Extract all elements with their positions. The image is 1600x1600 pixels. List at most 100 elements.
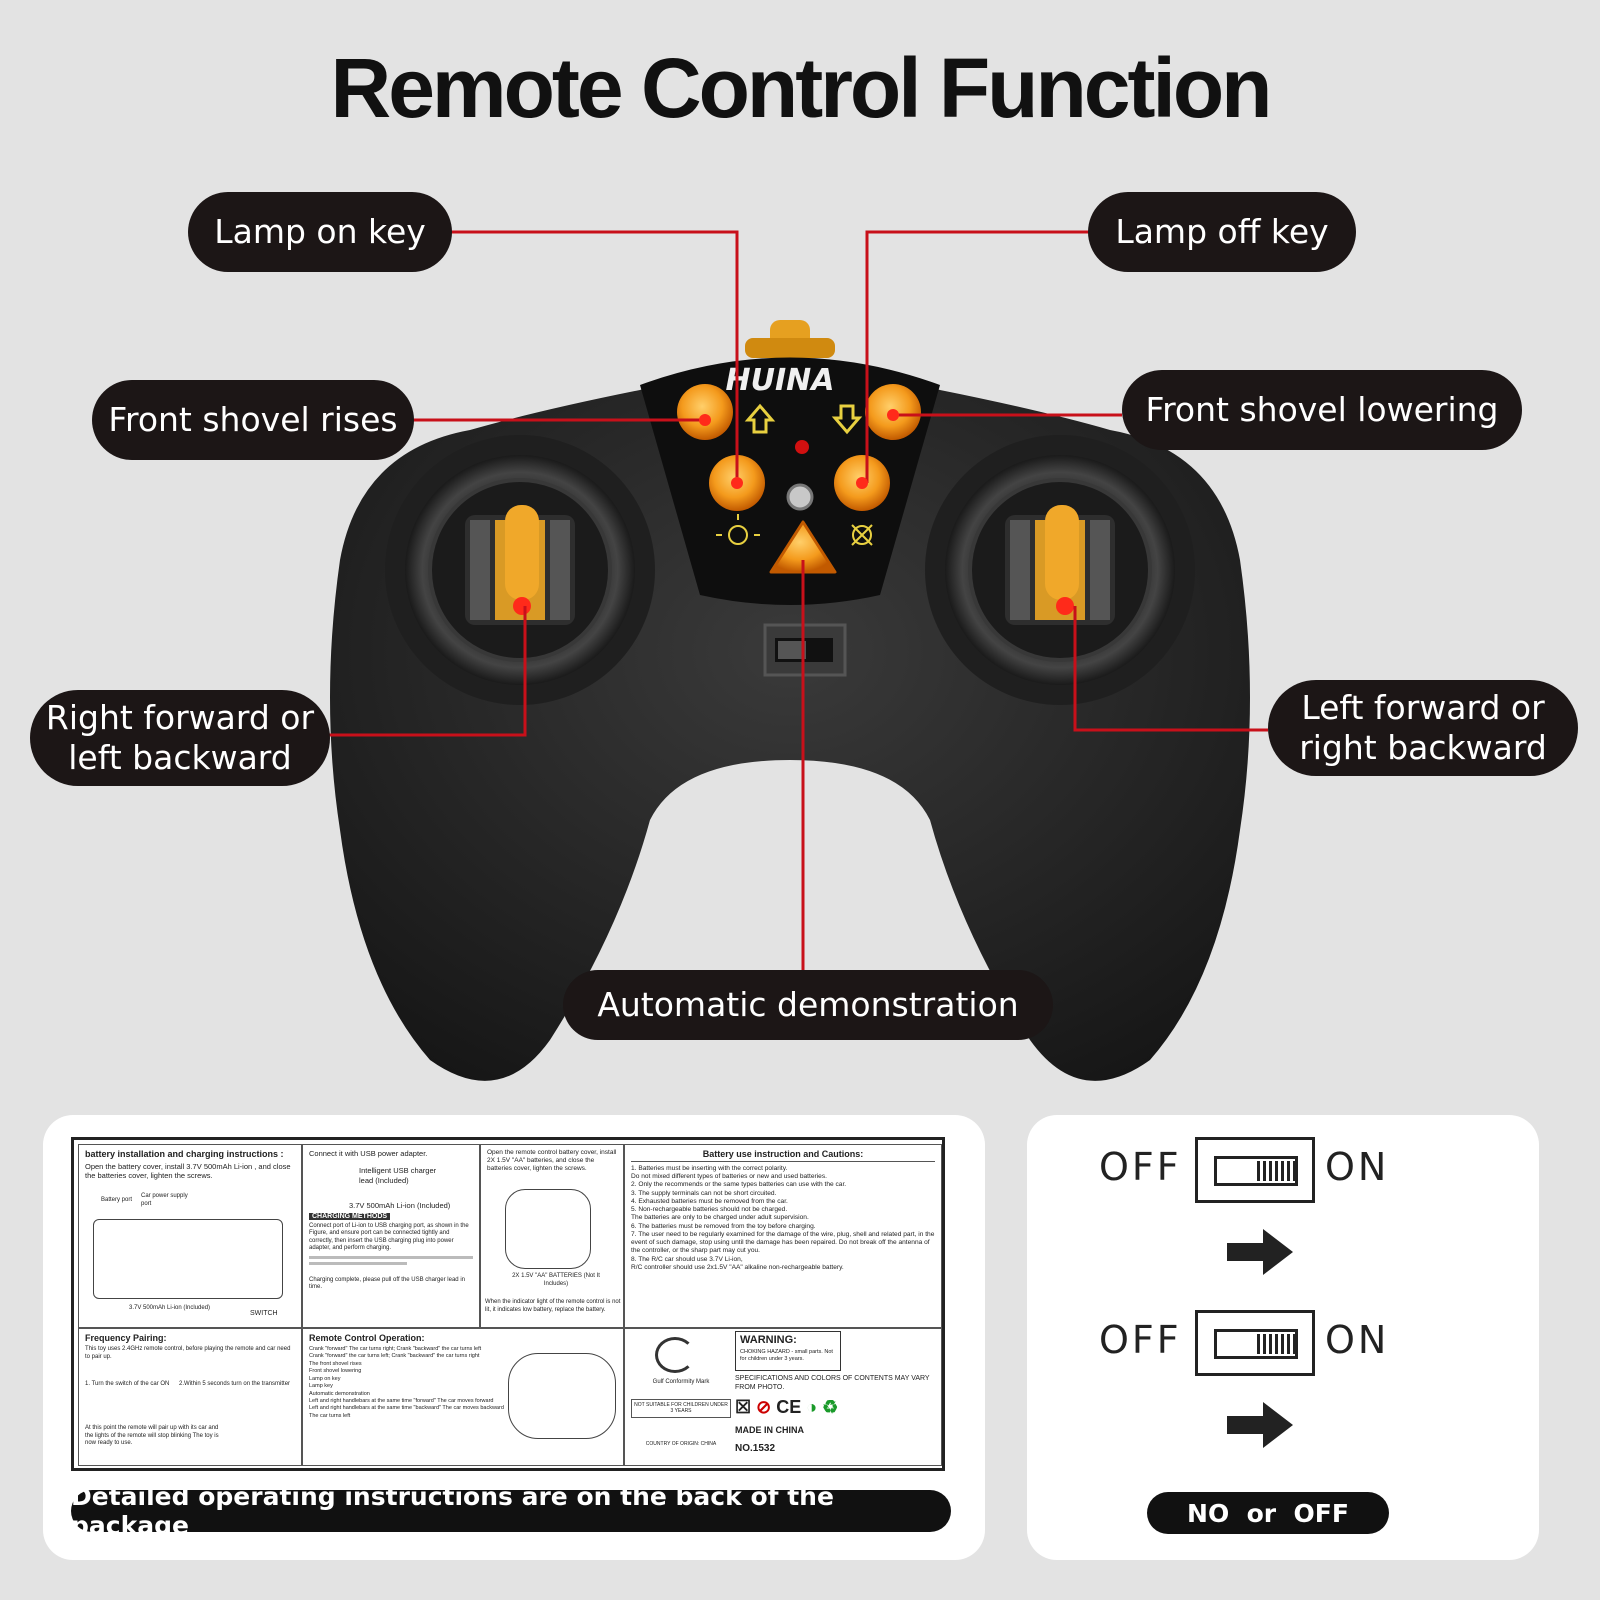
up-arrow-icon bbox=[744, 403, 776, 434]
callout-shovel-rises: Front shovel rises bbox=[92, 380, 414, 460]
switch-row-on: OFF ON bbox=[1027, 1300, 1539, 1380]
switch-banner: NO or OFF bbox=[1147, 1492, 1389, 1534]
specs-text: SPECIFICATIONS AND COLORS OF CONTENTS MA… bbox=[735, 1375, 930, 1391]
no-small-parts-icon: ⊘ bbox=[756, 1397, 772, 1417]
pairing-step1: 1. Turn the switch of the car ON bbox=[85, 1381, 170, 1387]
callout-label-line1: Left forward or bbox=[1301, 688, 1545, 728]
switch-banner-text: NO or OFF bbox=[1187, 1498, 1349, 1528]
operation-section: Remote Control Operation: Crank "forward… bbox=[302, 1328, 624, 1466]
usb-title: Connect it with USB power adapter. bbox=[309, 1149, 428, 1158]
battery-port-label: Battery port bbox=[101, 1197, 133, 1203]
operation-list: Crank "forward" The car turns right; Cra… bbox=[309, 1346, 509, 1420]
operation-item: The car turns left bbox=[309, 1412, 351, 1419]
operation-item: The front shovel rises bbox=[309, 1360, 362, 1367]
usb-battery-label: 3.7V 500mAh Li-ion (Included) bbox=[349, 1201, 451, 1211]
callout-left-forward: Left forward or right backward bbox=[1268, 680, 1578, 776]
callout-lamp-off: Lamp off key bbox=[1088, 192, 1356, 272]
compliance-section: Gulf Conformity Mark WARNING: CHOKING HA… bbox=[624, 1328, 942, 1466]
pairing-done: At this point the remote will pair up wi… bbox=[85, 1425, 219, 1446]
car-diagram bbox=[93, 1219, 283, 1299]
country-origin-label: COUNTRY OF ORIGIN: CHINA bbox=[645, 1441, 717, 1447]
caution-item: 1. Batteries must be inserting with the … bbox=[631, 1165, 788, 1172]
compliance-icons: ☒ ⊘ CE ◑ ♻ bbox=[735, 1397, 838, 1418]
callout-label: Lamp on key bbox=[214, 212, 426, 252]
left-joystick[interactable] bbox=[385, 435, 655, 705]
caution-item: 3. The supply terminals can not be short… bbox=[631, 1189, 777, 1197]
operation-item: Front shovel lowering bbox=[309, 1368, 362, 1375]
page-title: Remote Control Function bbox=[330, 41, 1273, 135]
green-dot-icon: ◑ bbox=[806, 1397, 818, 1417]
antenna-nub bbox=[745, 320, 835, 358]
brand-logo: HUINA bbox=[726, 363, 835, 398]
right-joystick[interactable] bbox=[925, 435, 1195, 705]
switch-on-label: ON bbox=[1325, 1145, 1390, 1189]
car-power-port-label: Car power supply port bbox=[141, 1193, 188, 1207]
caution-item: 7. The user need to be regularly examine… bbox=[631, 1230, 935, 1255]
callout-label-line2: right backward bbox=[1299, 728, 1547, 767]
pairing-title: Frequency Pairing: bbox=[85, 1333, 167, 1343]
leader-dot bbox=[887, 409, 899, 421]
warning-text: CHOKING HAZARD - small parts. Not for ch… bbox=[740, 1349, 833, 1362]
recycle-icon: ♻ bbox=[822, 1397, 839, 1417]
battery-install-section: battery installation and charging instru… bbox=[78, 1144, 302, 1328]
down-arrow-icon bbox=[831, 404, 863, 435]
usb-lead-label: Intelligent USB charger lead (Included) bbox=[359, 1166, 437, 1185]
callout-lamp-on: Lamp on key bbox=[188, 192, 452, 272]
made-in-label: MADE IN CHINA bbox=[735, 1425, 804, 1435]
indicator-text: When the indicator light of the remote c… bbox=[485, 1299, 621, 1313]
switch-knob bbox=[1257, 1334, 1295, 1354]
model-number: NO.1532 bbox=[735, 1443, 776, 1454]
pairing-section: Frequency Pairing: This toy uses 2.4GHz … bbox=[78, 1328, 302, 1466]
warning-title: WARNING: bbox=[740, 1334, 797, 1346]
callout-auto-demo: Automatic demonstration bbox=[563, 970, 1053, 1040]
remote-battery-section: Open the remote control battery cover, i… bbox=[480, 1144, 624, 1328]
gulf-mark-label: Gulf Conformity Mark bbox=[652, 1379, 710, 1385]
switch-graphic bbox=[1195, 1310, 1315, 1376]
ce-mark-icon: CE bbox=[776, 1397, 802, 1417]
callout-label: Automatic demonstration bbox=[597, 985, 1019, 1025]
battery-install-title: battery installation and charging instru… bbox=[85, 1149, 284, 1159]
switch-panel: OFF ON OFF ON NO or OFF bbox=[1027, 1115, 1539, 1560]
caution-item: 2. Only the recommends or the same types… bbox=[631, 1181, 847, 1189]
pairing-step2: 2.Within 5 seconds turn on the transmitt… bbox=[179, 1381, 291, 1387]
instructions-banner-text: Detailed operating instructions are on t… bbox=[71, 1482, 834, 1540]
charging-complete-text: Charging complete, please pull off the U… bbox=[309, 1276, 465, 1291]
callout-label-line1: Right forward or bbox=[45, 698, 315, 738]
small-label: NOT SUITABLE FOR CHILDREN UNDER 3 YEARS bbox=[631, 1399, 731, 1418]
cautions-list: 1. Batteries must be inserting with the … bbox=[631, 1165, 935, 1272]
shovel-up-button[interactable] bbox=[677, 384, 733, 440]
lamp-on-icon bbox=[716, 514, 760, 545]
lamp-off-icon bbox=[851, 524, 873, 546]
caution-item: 4. Exhausted batteries must be removed f… bbox=[631, 1197, 788, 1205]
operation-remote-diagram bbox=[508, 1353, 616, 1439]
li-ion-label: 3.7V 500mAh Li-ion (Included) bbox=[129, 1305, 211, 1311]
caution-item: 8. The R/C car should use 3.7V Li-ion, bbox=[631, 1255, 743, 1263]
pairing-button[interactable] bbox=[786, 483, 814, 511]
charging-methods-heading: CHARGING METHODS bbox=[309, 1212, 391, 1220]
battery-install-text: Open the battery cover, install 3.7V 500… bbox=[85, 1162, 291, 1181]
caution-item: R/C controller should use 2x1.5V "AA" al… bbox=[631, 1263, 844, 1271]
charging-text: Connect port of Li-ion to USB charging p… bbox=[309, 1222, 469, 1252]
right-arrow-icon bbox=[1227, 1402, 1293, 1448]
switch-row-off: OFF ON bbox=[1027, 1127, 1539, 1207]
right-arrow-icon bbox=[1227, 1229, 1293, 1275]
callout-label-line2: left backward bbox=[68, 738, 292, 777]
cautions-section: Battery use instruction and Cautions: 1.… bbox=[624, 1144, 942, 1328]
leader-dot bbox=[699, 414, 711, 426]
power-switch[interactable] bbox=[763, 623, 847, 677]
remote-battery-text: Open the remote control battery cover, i… bbox=[487, 1149, 617, 1173]
operation-item: Left and right handlebars at the same ti… bbox=[309, 1405, 504, 1412]
operation-item: Crank "forward" the car turns left; Cran… bbox=[309, 1353, 480, 1360]
callout-label: Front shovel rises bbox=[108, 400, 398, 440]
switch-off-label: OFF bbox=[1099, 1145, 1182, 1189]
instruction-sheet: battery installation and charging instru… bbox=[71, 1137, 945, 1471]
warning-box: WARNING: CHOKING HAZARD - small parts. N… bbox=[735, 1331, 841, 1371]
caution-item: The batteries are only to be charged und… bbox=[631, 1214, 809, 1222]
caution-item: 5. Non-rechargeable batteries should not… bbox=[631, 1206, 788, 1214]
switch-knob bbox=[1257, 1161, 1295, 1181]
cautions-title: Battery use instruction and Cautions: bbox=[631, 1149, 935, 1162]
switch-off-label: OFF bbox=[1099, 1318, 1182, 1362]
switch-on-label: ON bbox=[1325, 1318, 1390, 1362]
callout-label: Front shovel lowering bbox=[1145, 390, 1499, 430]
operation-item: Crank "forward" The car turns right; Cra… bbox=[309, 1346, 482, 1352]
